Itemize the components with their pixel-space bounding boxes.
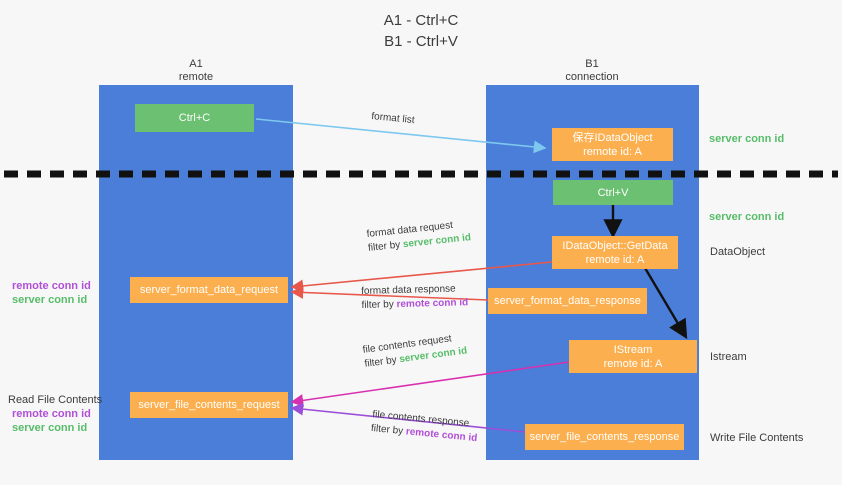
edge-label-format-data-response-line2: filter by remote conn id — [361, 296, 468, 313]
box-server-format-data-request[interactable]: server_format_data_request — [130, 277, 288, 303]
right-label-dataobject: DataObject — [710, 246, 766, 258]
right-label-istream: Istream — [710, 351, 747, 363]
left-label-remote-conn-id: remote conn id — [12, 408, 91, 420]
page-title: A1 - Ctrl+C B1 - Ctrl+V — [0, 10, 842, 52]
left-label-read-file-contents-group: Read File Contents remote conn id server… — [8, 393, 102, 435]
box-server-file-contents-response-label: server_file_contents_response — [529, 431, 680, 443]
box-istream-line1: IStream — [613, 343, 653, 356]
lane-b1-name: B1 — [585, 58, 599, 70]
filter-by-text: filter by — [370, 422, 407, 438]
box-server-format-data-response[interactable]: server_format_data_response — [488, 288, 647, 314]
title-line-2: B1 - Ctrl+V — [384, 33, 458, 50]
filter-by-text: filter by — [363, 354, 401, 370]
arrow-file-contents-request — [290, 361, 570, 407]
arrow-format-data-request — [290, 261, 553, 293]
box-ctrl-v-label: Ctrl+V — [597, 186, 629, 199]
box-save-idataobject-line1: 保存IDataObject — [572, 131, 653, 144]
box-idataobject-getdata-line1: IDataObject::GetData — [562, 239, 668, 252]
left-label-read-file-contents: Read File Contents — [8, 394, 103, 406]
box-server-format-data-response-label: server_format_data_response — [494, 295, 641, 307]
lane-b1-sub: connection — [565, 71, 619, 83]
lane-a1-sub: remote — [178, 71, 214, 83]
filter-key-remote-conn-id: remote conn id — [396, 297, 469, 311]
lane-a1-name: A1 — [189, 58, 203, 70]
box-save-idataobject-line2: remote id: A — [583, 145, 642, 158]
right-label-write-file-contents: Write File Contents — [710, 432, 804, 444]
box-ctrl-c-label: Ctrl+C — [178, 112, 211, 124]
box-ctrl-c[interactable]: Ctrl+C — [135, 104, 254, 132]
right-label-server-conn-id-top: server conn id — [709, 133, 785, 145]
box-save-idataobject[interactable]: 保存IDataObject remote id: A — [552, 128, 673, 161]
phase-divider — [4, 170, 838, 178]
arrow-format-data-response — [290, 286, 489, 301]
title-line-1: A1 - Ctrl+C — [383, 12, 459, 29]
box-server-file-contents-request[interactable]: server_file_contents_request — [130, 392, 288, 418]
box-server-format-data-request-label: server_format_data_request — [139, 284, 279, 296]
arrow-file-contents-response — [290, 402, 526, 433]
box-idataobject-getdata-line2: remote id: A — [585, 253, 645, 266]
lane-header-b1: B1 connection — [536, 58, 648, 84]
left-label-server-conn-id: server conn id — [12, 294, 88, 306]
box-server-file-contents-request-label: server_file_contents_request — [138, 399, 280, 411]
arrow-format-list — [255, 118, 547, 154]
lane-header-a1: A1 remote — [140, 58, 252, 84]
filter-by-text: filter by — [361, 299, 397, 311]
box-idataobject-getdata[interactable]: IDataObject::GetData remote id: A — [552, 236, 678, 269]
box-server-file-contents-response[interactable]: server_file_contents_response — [525, 424, 684, 450]
box-ctrl-v[interactable]: Ctrl+V — [553, 180, 673, 205]
filter-by-text: filter by — [367, 239, 404, 254]
left-label-conn-ids-upper: remote conn id server conn id — [12, 279, 91, 307]
right-label-server-conn-id-mid: server conn id — [709, 211, 785, 223]
left-label-remote-conn-id: remote conn id — [12, 280, 91, 292]
arrow-getdata-to-istream — [643, 267, 688, 340]
box-istream-line2: remote id: A — [603, 357, 663, 370]
edge-label-format-data-response: format data response filter by remote co… — [361, 282, 468, 313]
box-istream[interactable]: IStream remote id: A — [569, 340, 697, 373]
left-label-server-conn-id: server conn id — [12, 422, 88, 434]
